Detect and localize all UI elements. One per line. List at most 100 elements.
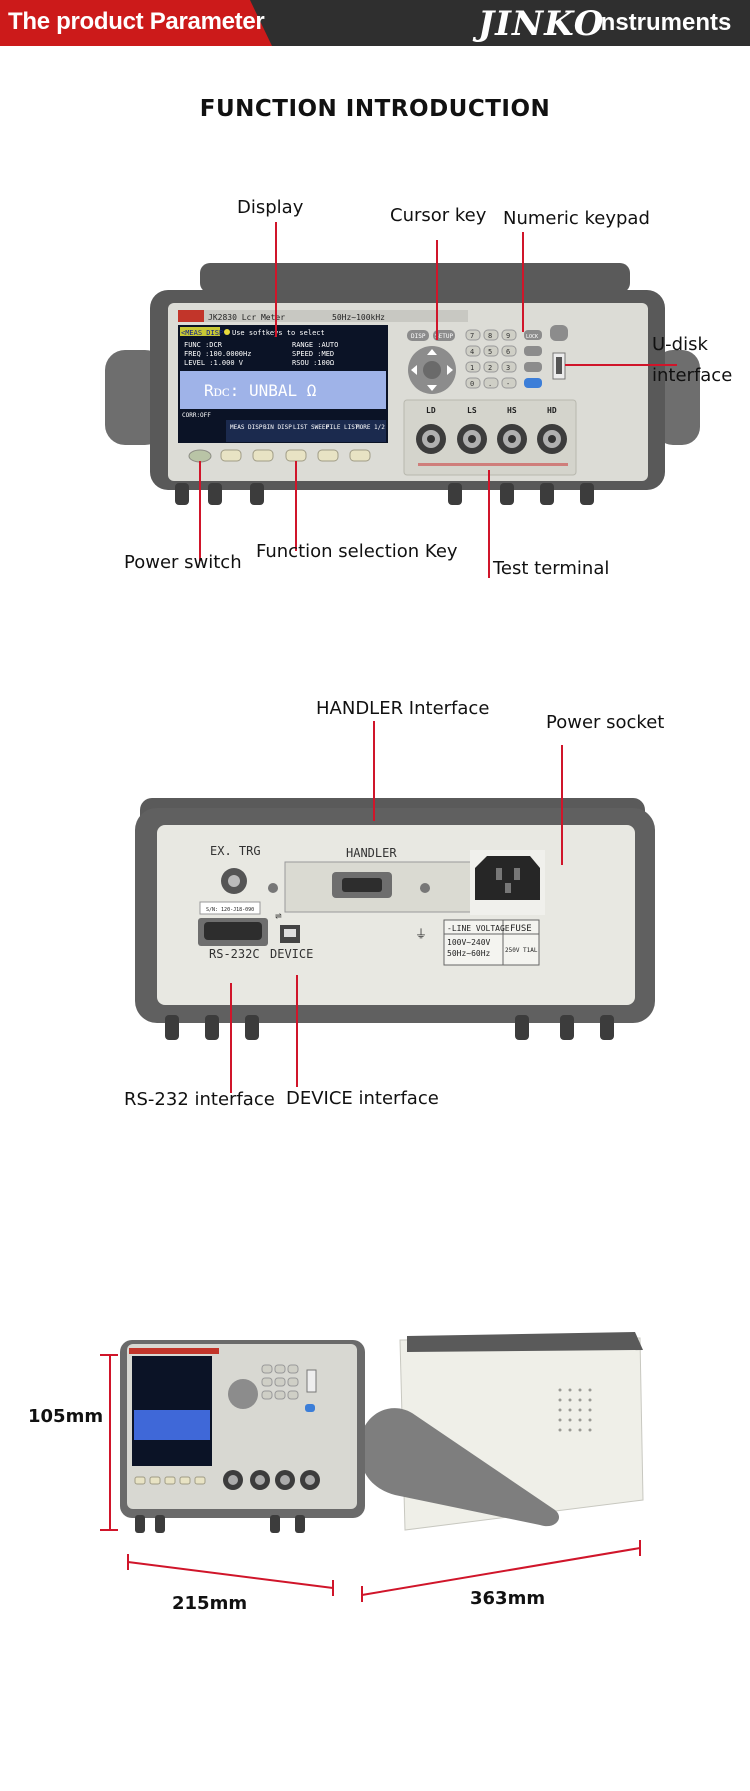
header-title: The product Parameter [8,8,265,35]
side-model-strip [129,1348,219,1354]
model-strip [178,310,468,322]
side-terminals [223,1470,320,1490]
dim-line-height [109,1355,111,1530]
callout-udisk-line2: interface [652,365,733,386]
callout-power-socket: Power socket [546,712,665,733]
screen-reading: Rᴅᴄ: UNBAL Ω [204,381,317,400]
rear-feet [165,1015,614,1040]
key-dot[interactable]: . [488,380,492,388]
screen-func: FUNC :DCR [184,341,223,349]
softkey-label-5: MORE 1/2 [356,424,385,431]
softkey-label-1: MEAS DISP [230,424,263,431]
front-feet [175,483,594,505]
side-cursor-pad [228,1379,258,1409]
screen-tab-bg [180,327,220,336]
setup-key[interactable] [433,330,455,341]
callout-numeric-keypad: Numeric keypad [503,208,650,229]
function-key-5[interactable] [349,449,371,462]
rs232c-label: RS-232C [209,947,260,961]
terminal-label-hd: HD [547,406,557,415]
bias-key[interactable] [524,346,542,356]
softkey-label-4: FILE LIST [326,424,359,431]
softkey-label-3: LIST SWEEP [293,424,330,431]
device-label: DEVICE [270,947,313,961]
callout-cursor-key: Cursor key [390,205,487,226]
lock-key[interactable] [524,330,542,340]
key-2[interactable]: 2 [488,364,492,372]
lock-key-label: LOCK [526,334,538,340]
callout-rs232: RS-232 interface [124,1089,275,1110]
test-terminals [416,424,567,454]
brand-badge [178,310,204,322]
callout-handler: HANDLER Interface [316,698,490,719]
cursor-enter-key[interactable] [423,361,441,379]
screen-range: RANGE :AUTO [292,341,338,349]
screen-freq: FREQ :100.0000Hz [184,350,251,358]
terminal-label-ls: LS [467,406,477,415]
cursor-arrows [411,349,453,391]
disp-key-label: DISP [411,333,426,340]
callout-line-numeric-keypad [522,232,524,332]
model-freq-range: 50Hz~100kHz [332,313,385,322]
function-key-4[interactable] [317,449,339,462]
dim-line-width [127,1561,334,1589]
right-handle [655,350,700,445]
key-7[interactable]: 7 [470,332,474,340]
callout-function-key: Function selection Key [256,541,458,562]
key-1[interactable]: 1 [470,364,474,372]
softkey-label-2: BIN DISP [263,424,292,431]
numeric-keypad: 7 8 9 4 5 6 1 2 3 0 . - [465,329,517,389]
side-softkeys [134,1476,206,1485]
key-minus[interactable]: - [506,380,510,388]
ex-trg-label: EX. TRG [210,844,261,858]
key-9[interactable]: 9 [506,332,510,340]
callout-line-cursor-key [436,240,438,340]
esc-key[interactable] [524,362,542,372]
top-rim [200,263,630,293]
side-screen-reading [134,1410,210,1440]
header-title-banner [0,0,272,46]
dim-depth: 363mm [470,1588,546,1609]
function-key-3[interactable] [285,449,307,462]
callout-line-handler [373,721,375,821]
side-feet [135,1515,305,1533]
callout-line-function-key [295,461,297,551]
fuse-rating: 250V T1AL [505,947,538,954]
key-0[interactable]: 0 [470,380,474,388]
ground-symbol-icon: ⏚ [415,927,427,941]
callout-test-terminal: Test terminal [493,558,610,579]
usb-symbol-icon: ⇌ [275,909,282,922]
serial-sticker [199,901,261,915]
key-5[interactable]: 5 [488,348,492,356]
key-4[interactable]: 4 [470,348,474,356]
callout-line-power-switch [199,461,201,561]
key-6[interactable]: 6 [506,348,510,356]
rear-panel-image: EX. TRG HANDLER S/N: 120-J18-090 RS-232C… [135,798,655,1040]
key-3[interactable]: 3 [506,364,510,372]
screen-rsou: RSOU :100Ω [292,359,334,367]
side-view-image [120,1332,644,1533]
callout-line-test-terminal [488,470,490,578]
disp-key[interactable] [407,330,429,341]
power-indicator-key[interactable] [550,325,568,341]
serial-number: S/N: 120-J18-090 [206,907,254,913]
frequency-range: 50Hz~60Hz [447,949,491,958]
key-8[interactable]: 8 [488,332,492,340]
side-keypad [261,1364,299,1400]
screen-level: LEVEL :1.000 V [184,359,244,367]
screen-tab: <MEAS DISP> [181,329,227,337]
section-title: FUNCTION INTRODUCTION [199,96,551,122]
screen-corr: CORR:OFF [182,412,211,419]
callout-display: Display [237,197,304,218]
callout-power-switch: Power switch [124,552,242,573]
trig-key[interactable] [524,378,542,388]
dim-tick-height-top [100,1354,118,1356]
power-socket[interactable] [475,856,540,900]
function-key-2[interactable] [252,449,274,462]
voltage-range: 100V~240V [447,938,491,947]
screen-hint: Use softkeys to select [232,329,325,337]
dim-lines-bottom [127,1540,641,1602]
terminal-panel [403,399,577,476]
usb-port-slot [556,357,562,374]
function-key-1[interactable] [220,449,242,462]
